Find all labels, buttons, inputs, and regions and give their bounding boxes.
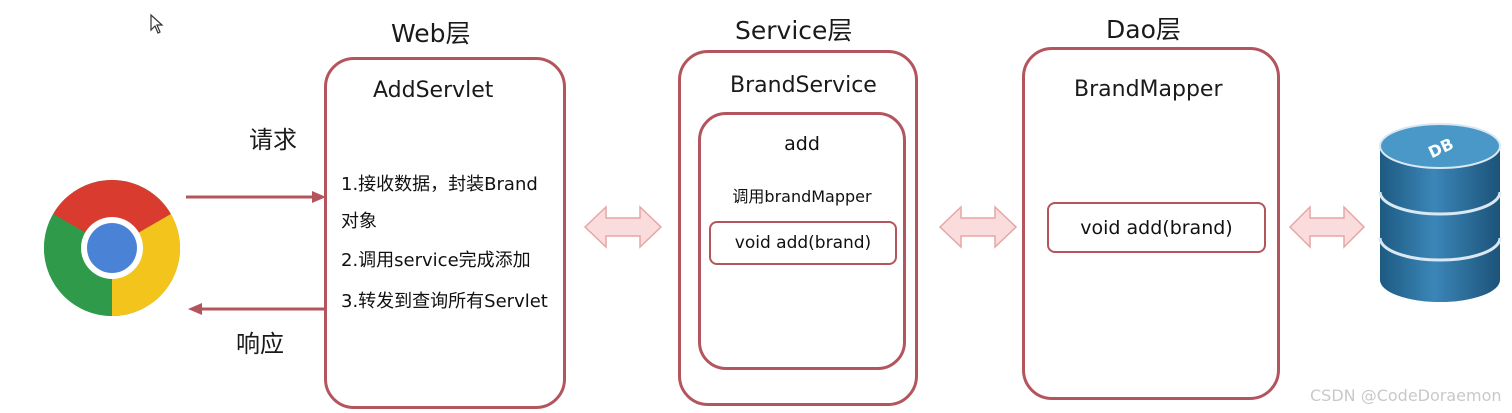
double-arrow-web-service <box>583 205 663 249</box>
response-label: 响应 <box>236 330 284 358</box>
web-step-1-line-2: 对象 <box>341 211 377 232</box>
web-step-2: 2.调用service完成添加 <box>341 250 531 271</box>
double-arrow-dao-db <box>1288 205 1366 249</box>
watermark: CSDN @CodeDoraemon <box>1310 386 1502 405</box>
service-method-call-box: void add(brand) <box>709 221 897 265</box>
dao-method-call-box: void add(brand) <box>1047 202 1266 253</box>
request-label: 请求 <box>249 126 297 154</box>
service-layer-title: Service层 <box>735 16 853 45</box>
web-layer-box: AddServlet 1.接收数据，封装Brand 对象 2.调用service… <box>324 57 566 409</box>
dao-layer-box: BrandMapper void add(brand) <box>1022 47 1280 400</box>
web-step-3: 3.转发到查询所有Servlet <box>341 291 548 312</box>
response-arrow <box>188 303 326 315</box>
service-add-method-box: add 调用brandMapper void add(brand) <box>698 112 906 370</box>
double-arrow-service-dao <box>938 205 1018 249</box>
web-step-1-line-1: 1.接收数据，封装Brand <box>341 174 538 195</box>
brandservice-title: BrandService <box>730 73 877 98</box>
chrome-browser-icon <box>43 180 181 316</box>
dao-method-call: void add(brand) <box>1080 216 1233 239</box>
brandmapper-title: BrandMapper <box>1074 77 1223 102</box>
service-method-name: add <box>784 133 820 155</box>
service-method-desc: 调用brandMapper <box>732 187 872 206</box>
web-layer-title: Web层 <box>391 19 471 48</box>
database-cylinder-icon: DB <box>1378 123 1502 302</box>
service-layer-box: BrandService add 调用brandMapper void add(… <box>678 50 918 406</box>
mouse-cursor-icon <box>150 13 164 34</box>
dao-layer-title: Dao层 <box>1106 15 1181 44</box>
request-arrow <box>186 191 326 203</box>
addservlet-title: AddServlet <box>373 78 494 103</box>
service-method-call: void add(brand) <box>734 233 872 253</box>
